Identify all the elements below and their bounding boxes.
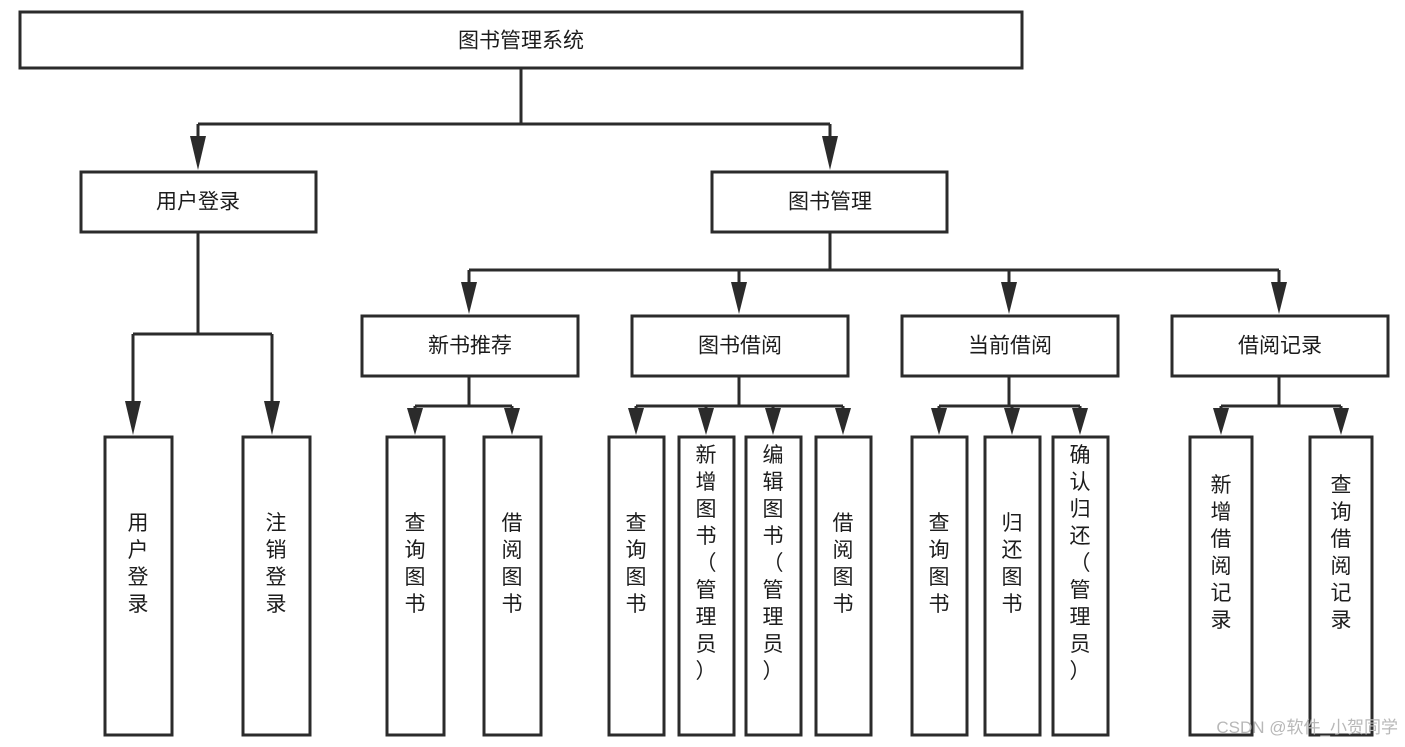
connector-group-new-book-recommend (407, 376, 520, 435)
node-book-manage-box[interactable] (710, 170, 949, 234)
node-leaf-query-book-3-label: 查询图书 (929, 512, 950, 616)
arrowhead-leaf-query-book-1 (407, 408, 423, 435)
node-leaf-query-book-2-box[interactable] (607, 435, 666, 737)
node-book-borrow[interactable]: 图书借阅 (630, 314, 850, 378)
node-new-book-recommend-label: 新书推荐 (428, 335, 512, 358)
arrowhead-book-borrow (731, 282, 747, 314)
arrowhead-leaf-edit-book (765, 408, 781, 435)
node-leaf-edit-book-label: 编辑图书（管理员） (763, 444, 784, 683)
node-leaf-query-book-3-box[interactable] (910, 435, 969, 737)
watermark-label: CSDN @软件_小贺同学 (1216, 718, 1398, 737)
connector-group-book-borrow (628, 376, 851, 435)
node-leaf-borrow-book-1[interactable]: 借阅图书 (482, 435, 543, 737)
node-book-manage-label: 图书管理 (788, 191, 872, 214)
node-leaf-confirm-return-box[interactable] (1051, 435, 1110, 737)
node-leaf-confirm-return-label: 确认归还（管理员） (1070, 444, 1091, 683)
arrowhead-leaf-borrow-book-2 (835, 408, 851, 435)
node-leaf-return-book-label: 归还图书 (1002, 512, 1023, 616)
node-root[interactable]: 图书管理系统 (18, 10, 1024, 70)
arrowhead-leaf-logout (264, 401, 280, 435)
arrowhead-new-book-recommend (461, 282, 477, 314)
node-leaf-logout[interactable]: 注销登录 (241, 435, 312, 737)
node-leaf-query-book-1[interactable]: 查询图书 (385, 435, 446, 737)
arrowhead-borrow-record (1271, 282, 1287, 314)
node-borrow-record[interactable]: 借阅记录 (1170, 314, 1390, 378)
node-leaf-confirm-return[interactable]: 确认归还（管理员） (1051, 435, 1110, 737)
node-leaf-query-record[interactable]: 查询借阅记录 (1308, 435, 1374, 737)
node-leaf-add-book[interactable]: 新增图书（管理员） (677, 435, 736, 737)
node-leaf-query-book-1-box[interactable] (385, 435, 446, 737)
arrowhead-leaf-add-book (698, 408, 714, 435)
node-leaf-edit-book[interactable]: 编辑图书（管理员） (744, 435, 803, 737)
connector-group-user-login (125, 232, 280, 435)
node-user-login-box[interactable] (79, 170, 318, 234)
arrowhead-leaf-query-book-3 (931, 408, 947, 435)
node-leaf-add-record-box[interactable] (1188, 435, 1254, 737)
arrowhead-current-borrow (1001, 282, 1017, 314)
node-current-borrow-box[interactable] (900, 314, 1120, 378)
node-leaf-query-book-1-label: 查询图书 (405, 512, 426, 616)
node-leaf-query-book-2-label: 查询图书 (626, 512, 647, 616)
arrowhead-leaf-confirm-return (1072, 408, 1088, 435)
node-leaf-user-login[interactable]: 用户登录 (103, 435, 174, 737)
node-root-box[interactable] (18, 10, 1024, 70)
node-leaf-query-record-box[interactable] (1308, 435, 1374, 737)
node-leaf-return-book[interactable]: 归还图书 (983, 435, 1042, 737)
node-leaf-borrow-book-1-box[interactable] (482, 435, 543, 737)
node-leaf-query-book-2[interactable]: 查询图书 (607, 435, 666, 737)
node-leaf-query-record-label: 查询借阅记录 (1331, 474, 1352, 632)
node-current-borrow[interactable]: 当前借阅 (900, 314, 1120, 378)
node-borrow-record-label: 借阅记录 (1238, 335, 1322, 358)
arrowhead-leaf-query-record (1333, 408, 1349, 435)
node-leaf-add-book-label: 新增图书（管理员） (696, 444, 717, 683)
node-leaf-user-login-label: 用户登录 (128, 512, 149, 616)
node-leaf-borrow-book-2[interactable]: 借阅图书 (814, 435, 873, 737)
arrowhead-user-login (190, 136, 206, 170)
node-new-book-recommend[interactable]: 新书推荐 (360, 314, 580, 378)
node-leaf-borrow-book-2-label: 借阅图书 (833, 512, 854, 616)
node-leaf-query-book-3[interactable]: 查询图书 (910, 435, 969, 737)
connector-group-current-borrow (931, 376, 1088, 435)
node-borrow-record-box[interactable] (1170, 314, 1390, 378)
node-user-login[interactable]: 用户登录 (79, 170, 318, 234)
connector-group-borrow-record (1213, 376, 1349, 435)
node-leaf-return-book-box[interactable] (983, 435, 1042, 737)
node-new-book-recommend-box[interactable] (360, 314, 580, 378)
node-current-borrow-label: 当前借阅 (968, 335, 1052, 358)
node-book-borrow-label: 图书借阅 (698, 335, 782, 358)
node-root-label: 图书管理系统 (458, 30, 584, 53)
node-leaf-borrow-book-2-box[interactable] (814, 435, 873, 737)
arrowhead-leaf-return-book (1004, 408, 1020, 435)
arrowhead-leaf-add-record (1213, 408, 1229, 435)
node-leaf-add-record[interactable]: 新增借阅记录 (1188, 435, 1254, 737)
arrowhead-leaf-query-book-2 (628, 408, 644, 435)
connector-group-root (190, 68, 838, 170)
node-leaf-add-book-box[interactable] (677, 435, 736, 737)
node-leaf-edit-book-box[interactable] (744, 435, 803, 737)
arrowhead-leaf-user-login (125, 401, 141, 435)
node-leaf-logout-label: 注销登录 (266, 512, 287, 616)
node-leaf-add-record-label: 新增借阅记录 (1211, 474, 1232, 632)
node-user-login-label: 用户登录 (156, 191, 240, 214)
connector-group-book-manage (461, 232, 1287, 314)
node-leaf-logout-box[interactable] (241, 435, 312, 737)
node-book-manage[interactable]: 图书管理 (710, 170, 949, 234)
arrowhead-leaf-borrow-book-1 (504, 408, 520, 435)
arrowhead-book-manage (822, 136, 838, 170)
node-leaf-borrow-book-1-label: 借阅图书 (502, 512, 523, 616)
node-book-borrow-box[interactable] (630, 314, 850, 378)
node-leaf-user-login-box[interactable] (103, 435, 174, 737)
